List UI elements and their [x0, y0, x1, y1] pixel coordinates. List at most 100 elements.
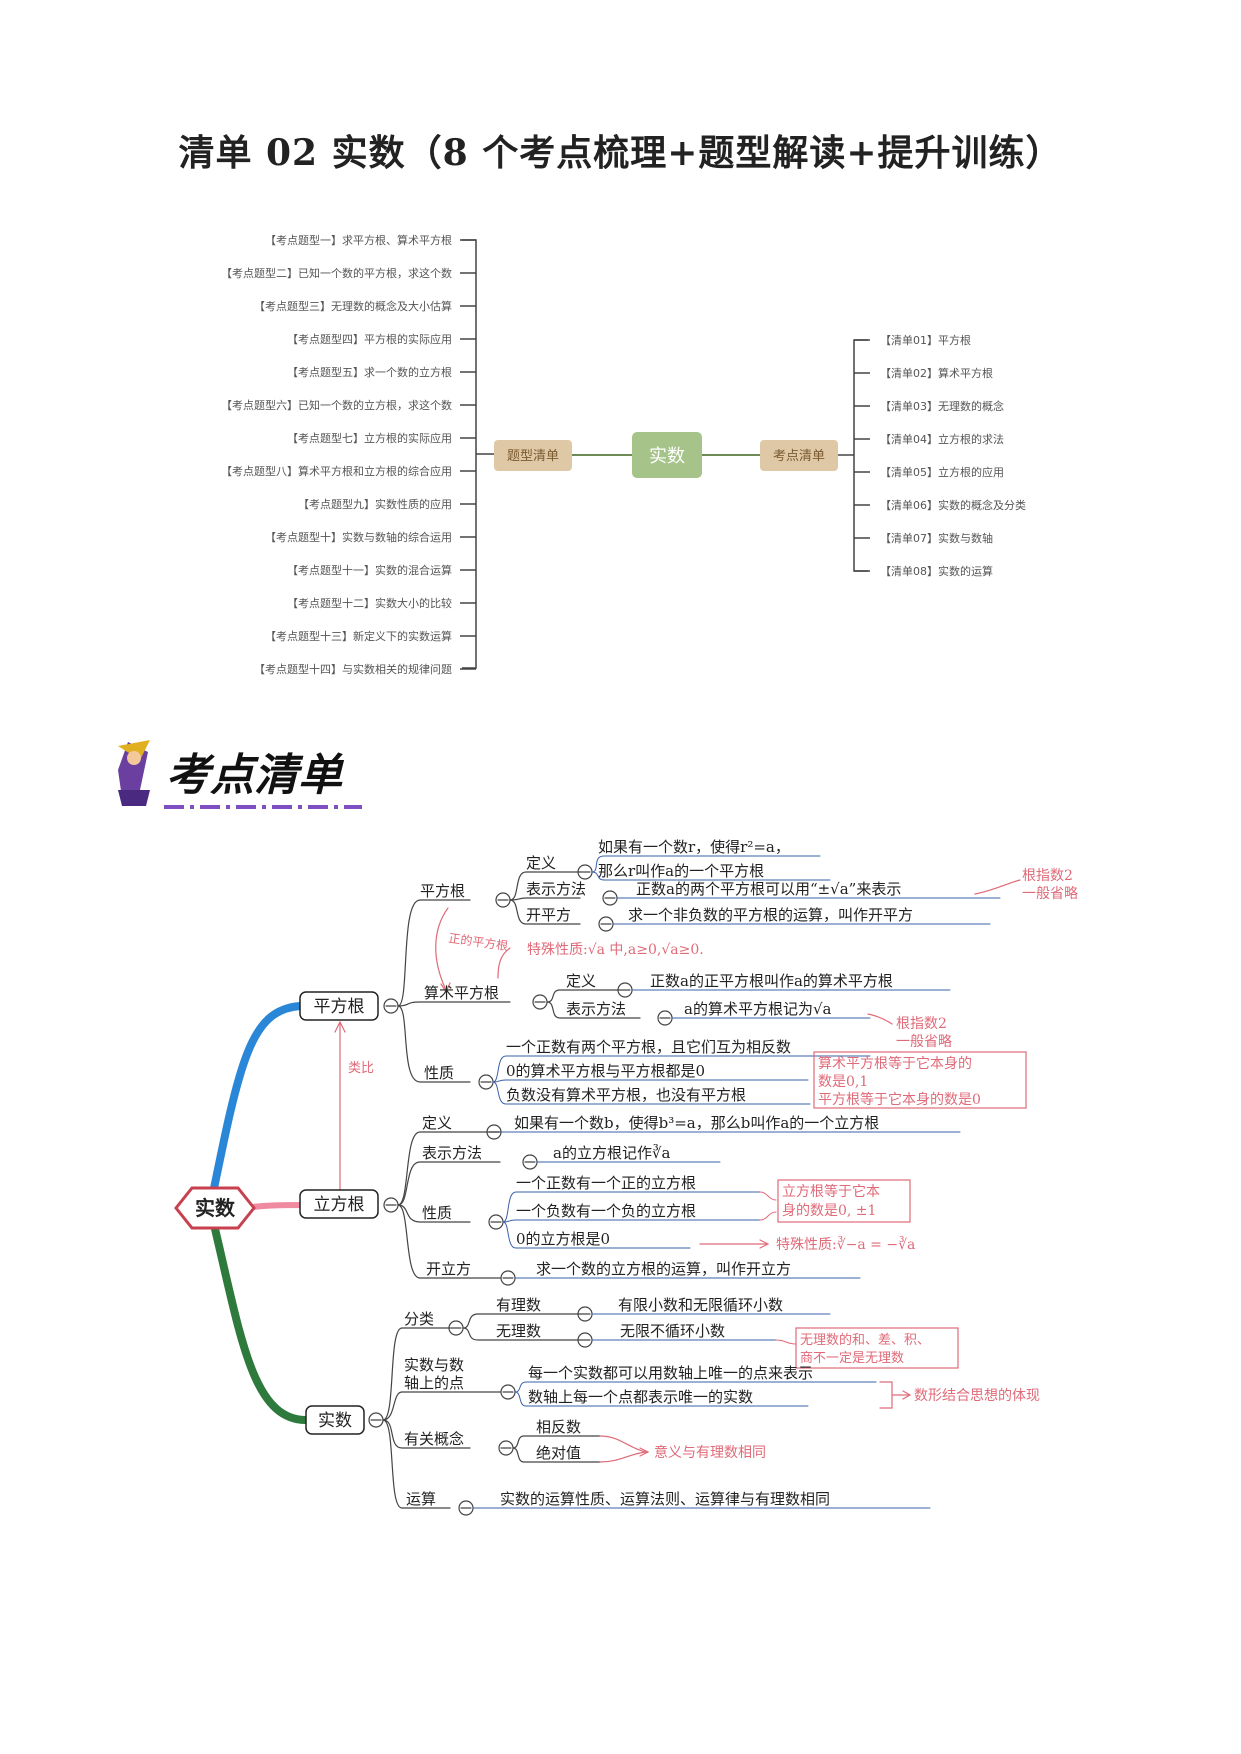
sqrt-label: 平方根 [314, 997, 365, 1017]
sqrt-prop-label: 性质 [424, 1064, 454, 1082]
axis-1: 每一个实数都可以用数轴上唯一的点来表示 [528, 1364, 813, 1382]
sqrt-def-label: 定义 [526, 854, 556, 872]
left-item: 【考点题型十一】实数的混合运算 [287, 563, 452, 577]
concept-note: 意义与有理数相同 [654, 1444, 766, 1461]
sqrt-kpf-label: 开平方 [526, 906, 571, 924]
axis-label-1: 实数与数 [404, 1356, 464, 1374]
cbrt-prop3: 0的立方根是0 [516, 1230, 610, 1248]
wizard-icon [118, 740, 150, 806]
real-op: 实数的运算性质、运算法则、运算律与有理数相同 [500, 1490, 830, 1508]
right-item: 【清单08】实数的运算 [880, 564, 993, 578]
overview-diagram: 【考点题型一】求平方根、算术平方根【考点题型二】已知一个数的平方根，求这个数【考… [221, 233, 1026, 676]
real-op-label: 运算 [406, 1490, 436, 1508]
left-item: 【考点题型十】实数与数轴的综合运用 [265, 530, 452, 544]
analogy-label: 类比 [348, 1061, 374, 1076]
banner-title: 考点清单 [166, 750, 345, 801]
note-omit-2: 一般省略 [896, 1034, 952, 1050]
left-item: 【考点题型二】已知一个数的平方根，求这个数 [221, 266, 452, 280]
center-label: 实数 [649, 446, 685, 467]
arith-rep: a的算术平方根记为√a [684, 1000, 832, 1018]
page-title: 清单 02 实数（8 个考点梳理+题型解读+提升训练） [178, 132, 1063, 174]
concept-label: 有关概念 [404, 1430, 464, 1448]
cbrt-node [299, 1189, 379, 1219]
sqrt-def-line1: 如果有一个数r，使得r²=a， [598, 838, 790, 856]
cbrt-rep-label: 表示方法 [422, 1144, 482, 1162]
cbrt-rep: a的立方根记作∛a [553, 1144, 671, 1162]
axis-label-2: 轴上的点 [404, 1374, 464, 1392]
irrational-note-box [795, 1327, 959, 1369]
cbrt-op-label: 开立方 [426, 1260, 471, 1278]
left-item: 【考点题型十三】新定义下的实数运算 [265, 629, 452, 643]
cbrt-label: 立方根 [314, 1195, 365, 1215]
cbrt-box-line1: 立方根等于它本 [782, 1183, 880, 1200]
left-item: 【考点题型十二】实数大小的比较 [287, 596, 452, 610]
irrational-label: 无理数 [496, 1322, 541, 1340]
note-omit: 一般省略 [1022, 886, 1078, 902]
note-positive: 正的平方根 [448, 930, 510, 953]
cbrt-def: 如果有一个数b，使得b³=a，那么b叫作a的一个立方根 [514, 1114, 879, 1132]
right-item: 【清单07】实数与数轴 [880, 531, 993, 545]
sqrt-prop1: 一个正数有两个平方根，且它们互为相反数 [506, 1038, 791, 1056]
real-node [305, 1405, 365, 1435]
cbrt-box-line2: 身的数是0, ±1 [782, 1203, 876, 1219]
irrational: 无限不循环小数 [620, 1322, 725, 1340]
left-item: 【考点题型三】无理数的概念及大小估算 [254, 299, 452, 313]
left-item: 【考点题型七】立方根的实际应用 [287, 431, 452, 445]
real-label: 实数 [318, 1411, 352, 1431]
left-item: 【考点题型八】算术平方根和立方根的综合应用 [221, 464, 452, 478]
real-box-line2: 商不一定是无理数 [800, 1351, 904, 1366]
sqrt-node [299, 991, 379, 1021]
rational: 有限小数和无限循环小数 [618, 1296, 783, 1314]
arith-def-label: 定义 [566, 972, 596, 990]
box1-line1: 算术平方根等于它本身的 [818, 1055, 972, 1072]
sqrt-kpf-text: 求一个非负数的平方根的运算，叫作开平方 [628, 906, 913, 924]
mindmap: 实数 平方根 平方根 定义 如果有一个数r，使得r²=a， 那么r叫作a的一个平… [174, 838, 1078, 1516]
left-item: 【考点题型四】平方根的实际应用 [287, 332, 452, 346]
left-item: 【考点题型六】已知一个数的立方根，求这个数 [221, 398, 452, 412]
class-label: 分类 [404, 1310, 434, 1328]
opposite: 相反数 [536, 1418, 581, 1436]
axis-2: 数轴上每一个点都表示唯一的实数 [528, 1388, 753, 1406]
sqrt-special: 特殊性质:√a 中,a≥0,√a≥0. [527, 942, 704, 958]
pfg-label: 平方根 [420, 882, 465, 900]
sqrt-def-line2: 那么r叫作a的一个平方根 [598, 862, 764, 880]
banner: 考点清单 [118, 740, 362, 809]
axis-note: 数形结合思想的体现 [914, 1388, 1040, 1404]
right-item: 【清单03】无理数的概念 [880, 399, 1004, 413]
sqrt-prop3: 负数没有算术平方根，也没有平方根 [506, 1086, 746, 1104]
right-item: 【清单02】算术平方根 [880, 366, 993, 380]
right-item: 【清单01】平方根 [880, 333, 971, 347]
arith-rep-label: 表示方法 [566, 1000, 626, 1018]
center-box [632, 432, 702, 478]
sqrt-prop-note-box [813, 1051, 1027, 1109]
left-item: 【考点题型十四】与实数相关的规律问题 [254, 662, 452, 676]
right-item: 【清单06】实数的概念及分类 [880, 498, 1026, 512]
right-hub-box [760, 440, 838, 471]
arith-def: 正数a的正平方根叫作a的算术平方根 [650, 972, 893, 990]
cbrt-special: 特殊性质:∛−a = −∛a [776, 1236, 915, 1253]
right-item: 【清单04】立方根的求法 [880, 432, 1004, 446]
rational-label: 有理数 [496, 1296, 541, 1314]
cbrt-note-box [777, 1179, 911, 1223]
box1-line3: 平方根等于它本身的数是0 [818, 1091, 981, 1108]
left-hub-label: 题型清单 [507, 449, 559, 464]
sqrt-prop2: 0的算术平方根与平方根都是0 [506, 1062, 705, 1080]
note-root-index: 根指数2 [1022, 868, 1073, 884]
sqrt-rep-text: 正数a的两个平方根可以用“±√a”来表示 [636, 880, 901, 898]
real-box-line1: 无理数的和、差、积、 [800, 1332, 930, 1348]
root-node [174, 1186, 256, 1230]
right-item: 【清单05】立方根的应用 [880, 465, 1004, 479]
cbrt-prop2: 一个负数有一个负的立方根 [516, 1202, 696, 1220]
left-item: 【考点题型五】求一个数的立方根 [287, 365, 452, 379]
absolute: 绝对值 [536, 1444, 581, 1462]
cbrt-prop1: 一个正数有一个正的立方根 [516, 1174, 696, 1192]
right-hub-label: 考点清单 [773, 449, 825, 464]
arith-label: 算术平方根 [424, 984, 499, 1002]
cbrt-prop-label: 性质 [422, 1204, 452, 1222]
left-item: 【考点题型九】实数性质的应用 [298, 497, 452, 511]
cbrt-op: 求一个数的立方根的运算，叫作开立方 [536, 1260, 791, 1278]
box1-line2: 数是0,1 [818, 1074, 868, 1090]
cbrt-def-label: 定义 [422, 1114, 452, 1132]
note-root-index-2: 根指数2 [896, 1016, 947, 1032]
